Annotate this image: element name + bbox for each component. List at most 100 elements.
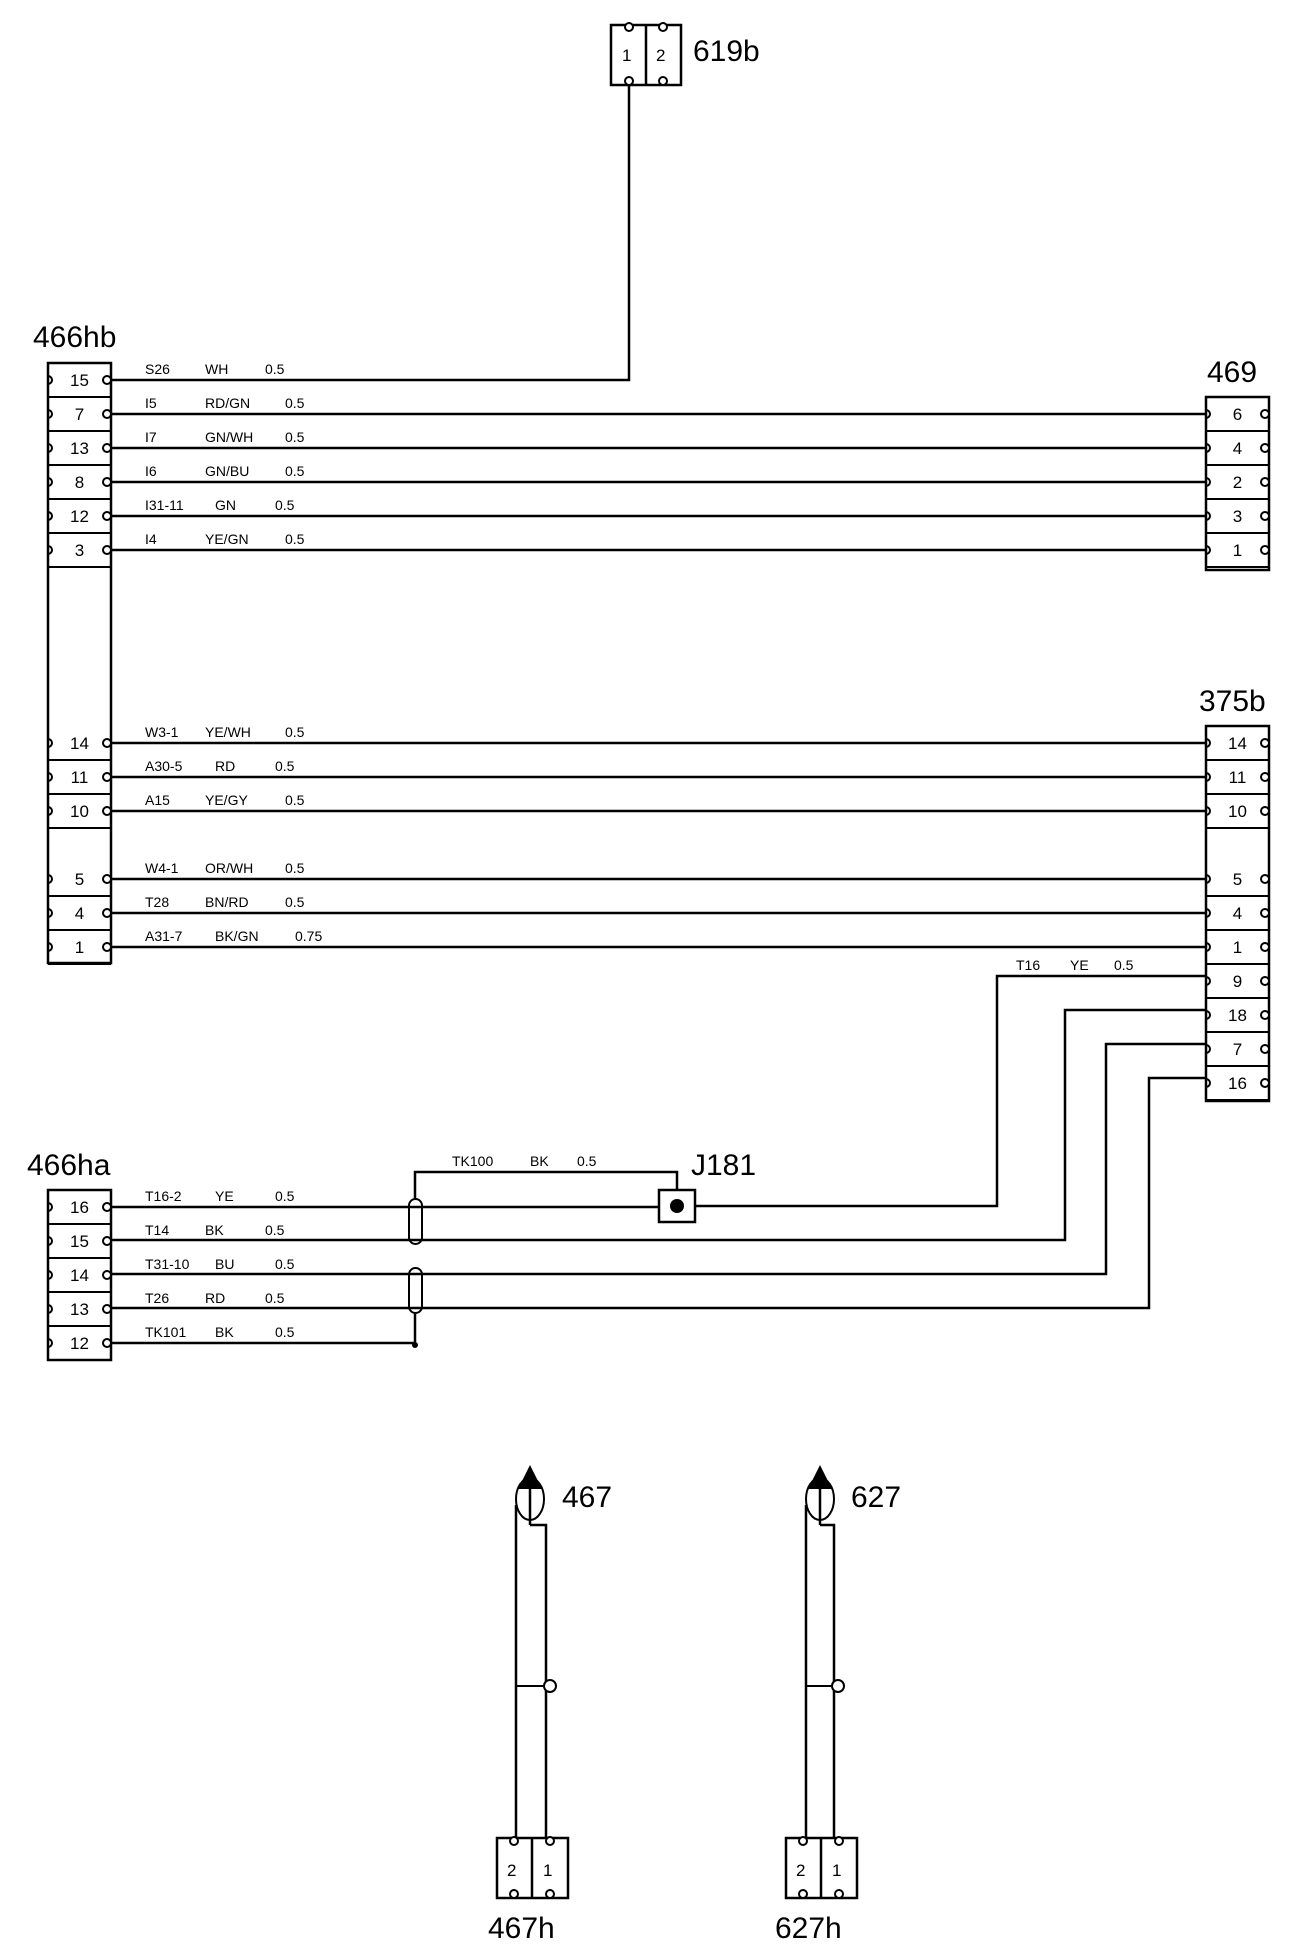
wire-t16-circuit: T16	[1016, 957, 1040, 973]
pin-469-4: 4	[1233, 439, 1242, 458]
wire-ha-14-color: BU	[215, 1256, 234, 1272]
pin-466ha-13: 13	[70, 1300, 89, 1319]
wire-t26-route	[111, 1076, 1206, 1310]
wire-ha-15-color: BK	[205, 1222, 224, 1238]
pin-375b-14: 14	[1228, 734, 1247, 753]
wire-tk100-circuit: TK100	[452, 1153, 493, 1169]
wire-hb-7-color: RD/GN	[205, 395, 250, 411]
pin-467h-1: 1	[543, 1861, 552, 1880]
wire-hb-13-color: GN/WH	[205, 429, 253, 445]
pin-466hb-8: 8	[75, 473, 84, 492]
wire-t16-size: 0.5	[1114, 957, 1134, 973]
pin-375b-7: 7	[1233, 1040, 1242, 1059]
wire-hb-low-1-size: 0.75	[295, 928, 322, 944]
wire-tk100-color: BK	[530, 1153, 549, 1169]
pin-627h-2: 2	[796, 1861, 805, 1880]
wire-tk100	[413, 1170, 679, 1199]
wire-ha-16-color: YE	[215, 1188, 234, 1204]
pin-466hb-5: 5	[75, 870, 84, 889]
antenna-627	[804, 1465, 845, 1820]
wire-hb-15-color: WH	[205, 361, 228, 377]
antenna-467	[514, 1465, 557, 1820]
pin-469-6: 6	[1233, 405, 1242, 424]
pin-466hb-4: 4	[75, 904, 84, 923]
pin-375b-18: 18	[1228, 1006, 1247, 1025]
pin-375b-1: 1	[1233, 938, 1242, 957]
tk101-junction	[412, 1342, 418, 1348]
wire-hb-low-1-circuit: A31-7	[145, 928, 183, 944]
label-619b: 619b	[693, 35, 760, 68]
wire-hb-3-circuit: I4	[145, 531, 157, 547]
pin-466ha-12: 12	[70, 1334, 89, 1353]
pin-466ha-16: 16	[70, 1198, 89, 1217]
pin-375b-16: 16	[1228, 1074, 1247, 1093]
wire-hb-3-color: YE/GN	[205, 531, 249, 547]
wire-hb-low-11-color: RD	[215, 758, 235, 774]
wire-ha-12-color: BK	[215, 1324, 234, 1340]
wire-t16-route	[695, 974, 1206, 1208]
label-466ha: 466ha	[27, 1149, 111, 1182]
pin-469-3: 3	[1233, 507, 1242, 526]
wire-hb-low-14-size: 0.5	[285, 724, 305, 740]
label-467h: 467h	[488, 1912, 555, 1945]
label-627h: 627h	[775, 1912, 842, 1945]
wire-hb-low-1-color: BK/GN	[215, 928, 259, 944]
wire-hb-7-size: 0.5	[285, 395, 305, 411]
wire-hb-8-circuit: I6	[145, 463, 157, 479]
wire-hb-low-14-circuit: W3-1	[145, 724, 179, 740]
wire-ha-16-size: 0.5	[275, 1188, 295, 1204]
wire-hb-low-4-size: 0.5	[285, 894, 305, 910]
pin-466ha-15: 15	[70, 1232, 89, 1251]
wire-hb-12-circuit: I31-11	[145, 497, 184, 513]
label-375b: 375b	[1199, 685, 1266, 718]
wire-ha-12-size: 0.5	[275, 1324, 295, 1340]
pin-375b-10: 10	[1228, 802, 1247, 821]
pin-466hb-7: 7	[75, 405, 84, 424]
wire-ha-13-circuit: T26	[145, 1290, 169, 1306]
wire-hb-12-size: 0.5	[275, 497, 295, 513]
wire-ha-13-color: RD	[205, 1290, 225, 1306]
pin-466ha-14: 14	[70, 1266, 89, 1285]
connector-375b	[1204, 724, 1271, 1103]
pin-466hb-14: 14	[70, 734, 89, 753]
wire-s26	[111, 85, 631, 382]
pin-466hb-15: 15	[70, 371, 89, 390]
wire-ha-14-size: 0.5	[275, 1256, 295, 1272]
connector-469-pins: 6 4 2 3 1	[1205, 405, 1270, 568]
connector-467h: 2 1	[495, 1820, 570, 1900]
pin-466hb-12: 12	[70, 507, 89, 526]
wire-hb-15-size: 0.5	[265, 361, 285, 377]
label-466hb: 466hb	[33, 321, 116, 354]
label-469: 469	[1207, 356, 1257, 389]
pin-375b-11: 11	[1229, 768, 1247, 787]
pin-466hb-13: 13	[70, 439, 89, 458]
wire-ha-14-circuit: T31-10	[145, 1256, 190, 1272]
wire-hb-low-10-color: YE/GY	[205, 792, 248, 808]
wire-ha-15-size: 0.5	[265, 1222, 285, 1238]
wire-hb-8-size: 0.5	[285, 463, 305, 479]
pin-466hb-11: 11	[71, 768, 89, 787]
wire-t31-route	[111, 1042, 1206, 1276]
wire-ha-16-circuit: T16-2	[145, 1188, 182, 1204]
wire-hb-13-circuit: I7	[145, 429, 157, 445]
label-627: 627	[851, 1481, 901, 1514]
pin-469-1: 1	[1233, 541, 1242, 560]
pin-375b-4: 4	[1233, 904, 1242, 923]
connector-627h: 2 1	[784, 1820, 859, 1900]
wire-hb-low-4-color: BN/RD	[205, 894, 249, 910]
wire-ha-13-size: 0.5	[265, 1290, 285, 1306]
pin-375b-5: 5	[1233, 870, 1242, 889]
label-467: 467	[562, 1481, 612, 1514]
wire-hb-low-11-size: 0.5	[275, 758, 295, 774]
pin-466hb-1: 1	[75, 938, 84, 957]
pin-466hb-10: 10	[70, 802, 89, 821]
wire-t16-color: YE	[1070, 957, 1089, 973]
wire-hb-8-color: GN/BU	[205, 463, 249, 479]
pin-469-2: 2	[1233, 473, 1242, 492]
wire-hb-low-14-color: YE/WH	[205, 724, 251, 740]
wire-tk100-size: 0.5	[577, 1153, 597, 1169]
wire-hb-low-5-circuit: W4-1	[145, 860, 179, 876]
